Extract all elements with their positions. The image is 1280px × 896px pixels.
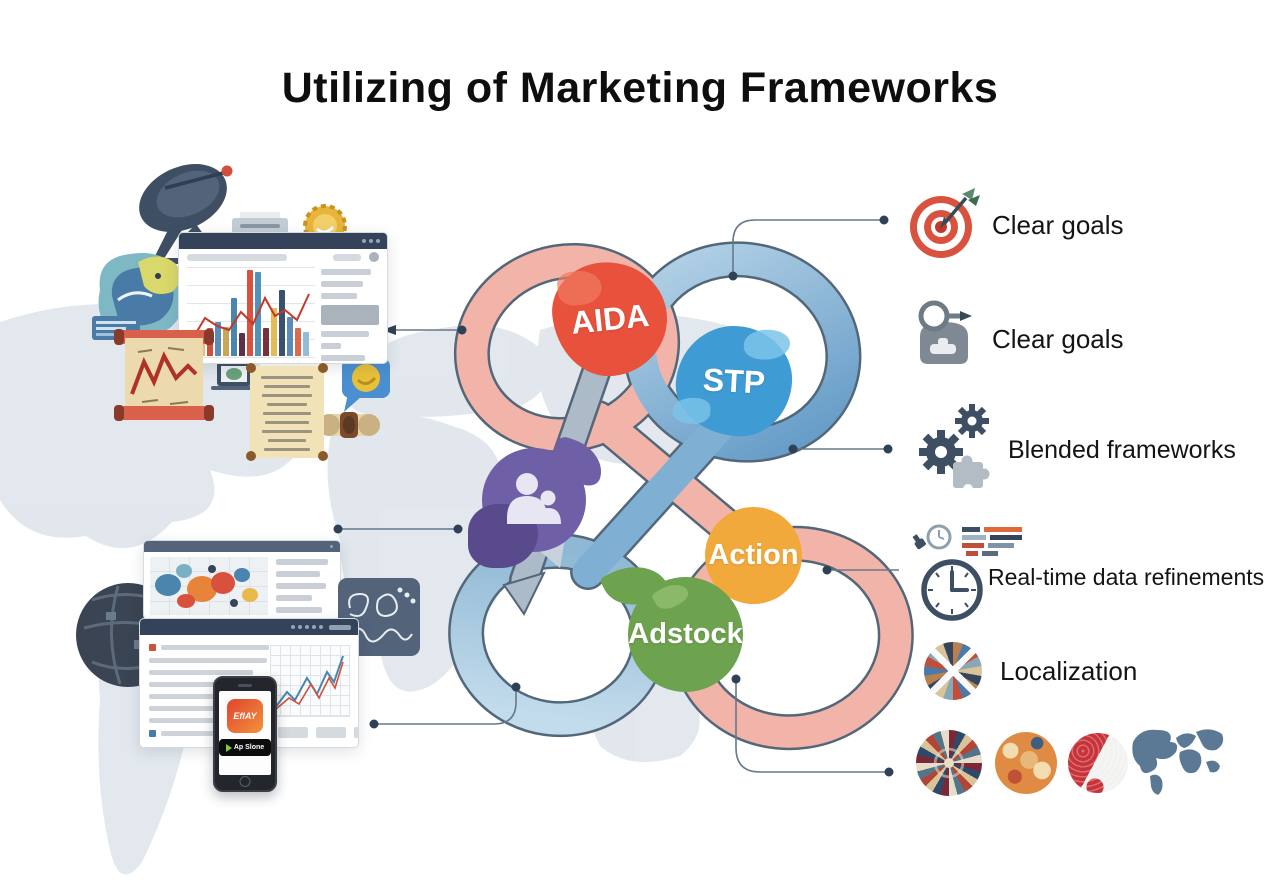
benefit-label-blended-frameworks: Blended frameworks	[1008, 436, 1236, 464]
play-triangle-icon	[225, 743, 232, 752]
user-group-icon	[507, 473, 561, 524]
map-analytics-window	[143, 540, 341, 620]
laptop-icon	[211, 362, 257, 390]
report-text-lines	[149, 644, 269, 744]
gantt-bars	[962, 527, 1022, 556]
chart-scroll	[114, 326, 214, 424]
app-icon-text: EflAY	[233, 711, 257, 721]
orange-pattern-circle	[995, 732, 1057, 794]
stopwatch-icon	[912, 524, 1022, 621]
target-icon	[910, 188, 980, 258]
window-header	[140, 619, 358, 635]
store-badge-text: Ap Slone	[233, 744, 265, 751]
scroll-text-lines	[256, 376, 318, 451]
text-scroll	[246, 363, 328, 461]
benefit-label-real-time: Real-time data refinements	[988, 564, 1265, 590]
puzzle-piece-icon	[953, 455, 990, 494]
map-window-sidebar-lines	[276, 559, 334, 619]
color-map-panel	[150, 557, 268, 615]
node-adstock-label: Adstock	[628, 618, 743, 650]
node-action: Action	[705, 507, 802, 604]
benefit-label-localization: Localization	[1000, 656, 1138, 686]
page-title: Utilizing of Marketing Frameworks	[281, 64, 999, 112]
mosaic-globe-icon	[924, 642, 982, 700]
dashboard-line-overlay	[192, 293, 310, 339]
mini-world-map-icon	[1132, 729, 1224, 795]
smartphone: EflAY Ap Slone	[213, 676, 277, 792]
dashboard-sidebar-lines	[321, 269, 379, 363]
phone-speaker	[238, 684, 252, 687]
window-header	[179, 233, 387, 249]
printer-icon	[232, 212, 288, 236]
red-white-pattern-circle	[1068, 733, 1128, 793]
benefit-label-clear-goals-1: Clear goals	[992, 210, 1124, 240]
phone-screen: EflAY Ap Slone	[219, 691, 271, 775]
benefit-label-clear-goals-2: Clear goals	[992, 324, 1124, 354]
mandala-pattern-circle	[916, 730, 982, 796]
gears-puzzle-icon	[919, 404, 990, 494]
node-action-label: Action	[708, 539, 799, 571]
app-icon: EflAY	[227, 699, 263, 733]
audience-research-icon	[918, 300, 972, 364]
node-adstock: Adstock	[628, 577, 743, 692]
report-line-chart	[270, 645, 350, 717]
chat-coin-icon	[342, 358, 390, 412]
app-store-badge: Ap Slone	[219, 739, 271, 756]
phone-home-button	[239, 776, 251, 787]
node-audience	[468, 448, 586, 568]
scroll-zigzag-chart	[130, 347, 198, 405]
